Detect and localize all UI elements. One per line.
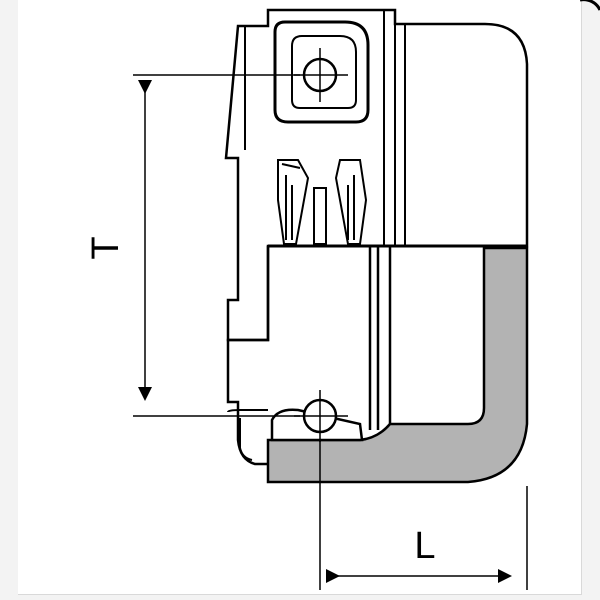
grip-teeth xyxy=(277,159,368,245)
section-shading xyxy=(266,246,529,484)
corner-detail xyxy=(580,0,600,11)
lower-bolt-hole-icon xyxy=(294,390,348,442)
dimension-l-label: L xyxy=(414,525,435,567)
dimension-l xyxy=(319,440,528,590)
dimension-t xyxy=(133,74,300,417)
fitting-lower-body xyxy=(226,246,392,466)
fitting-body xyxy=(224,8,529,342)
upper-bolt-hole-icon xyxy=(294,48,348,102)
dimension-t-label: T xyxy=(85,236,127,259)
